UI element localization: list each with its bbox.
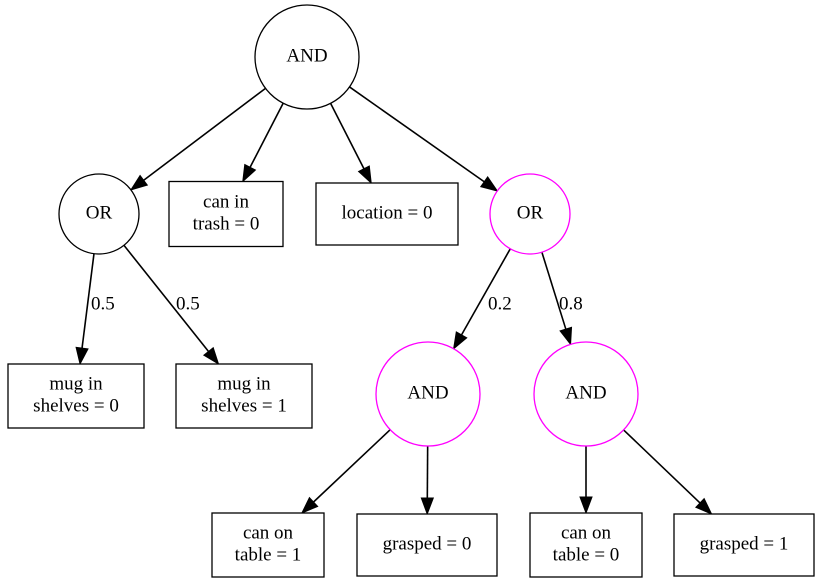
node-and-left: AND (375, 341, 481, 447)
edge-or_right-to-and_right: 0.8 (541, 251, 583, 346)
node-label: OR (517, 202, 544, 223)
node-circle (254, 4, 360, 110)
node-or-right: OR (489, 173, 571, 255)
edge-and_right-to-can_table_0 (579, 446, 593, 515)
edge-label: 0.8 (559, 293, 583, 314)
arrowhead (559, 326, 573, 346)
node-label: AND (407, 382, 448, 403)
node-box (356, 513, 498, 577)
edge-and_left-to-can_table_1 (300, 429, 391, 514)
arrowhead (75, 346, 89, 366)
edge-line (81, 253, 95, 349)
edge-and_right-to-grasped_1 (623, 429, 713, 515)
arrowhead (420, 497, 435, 516)
edge-line (460, 248, 511, 336)
node-grasped-0: grasped = 0 (356, 513, 498, 577)
arrowhead (242, 163, 257, 183)
node-label: can on (243, 522, 294, 543)
node-label: shelves = 1 (201, 395, 287, 416)
edge-line (143, 87, 266, 181)
edge-or_left-to-mug_shelves_0: 0.5 (75, 253, 115, 366)
edge-and_left-to-grasped_0 (420, 445, 435, 516)
node-label: grasped = 0 (383, 533, 472, 554)
node-box (211, 512, 325, 578)
node-label: trash = 0 (193, 213, 260, 234)
node-grasped-1: grasped = 1 (673, 513, 815, 577)
node-label: location = 0 (342, 202, 433, 223)
edge-line (312, 429, 391, 503)
node-or-left: OR (58, 173, 140, 255)
edge-and_root-to-can_trash (242, 102, 284, 183)
edge-label: 0.5 (176, 293, 200, 314)
node-label: can on (561, 522, 612, 543)
node-and-root: AND (254, 4, 360, 110)
edge-and_root-to-or_right (349, 86, 499, 192)
arrowhead (300, 496, 319, 514)
arrowhead (357, 165, 372, 185)
edge-label: 0.5 (91, 293, 115, 314)
edge-and_root-to-location (329, 102, 372, 185)
edge-line (249, 102, 284, 168)
node-circle (375, 341, 481, 447)
edges-layer: 0.5 0.5 0.2 0.8 (75, 86, 713, 516)
node-box (673, 513, 815, 577)
node-box (315, 182, 459, 246)
edge-label: 0.2 (488, 293, 512, 314)
node-box (168, 180, 284, 248)
node-label: can in (203, 191, 249, 212)
edge-and_root-to-or_left (129, 87, 266, 191)
edge-line (541, 251, 567, 330)
arrowhead (452, 331, 468, 350)
node-label: table = 0 (553, 544, 620, 565)
edge-line (623, 429, 701, 504)
node-circle (489, 173, 571, 255)
edge-line (329, 102, 365, 170)
node-box (529, 512, 643, 578)
node-label: OR (86, 202, 113, 223)
node-box (7, 363, 145, 429)
arrowhead (202, 346, 220, 366)
node-label: AND (565, 382, 606, 403)
node-circle (58, 173, 140, 255)
node-label: shelves = 0 (33, 395, 119, 416)
edge-line (123, 244, 210, 352)
node-label: table = 1 (235, 544, 302, 565)
edge-or_right-to-and_left: 0.2 (452, 248, 512, 350)
arrowhead (129, 174, 149, 191)
node-box (175, 363, 313, 429)
node-circle (533, 341, 639, 447)
edge-or_left-to-mug_shelves_1: 0.5 (123, 244, 220, 366)
node-label: mug in (217, 373, 271, 394)
arrowhead (694, 497, 713, 515)
arrowhead (479, 175, 499, 192)
node-label: mug in (49, 373, 103, 394)
node-and-right: AND (533, 341, 639, 447)
edge-line (349, 86, 485, 183)
node-label: grasped = 1 (700, 533, 789, 554)
arrowhead (579, 496, 593, 515)
node-label: AND (286, 45, 327, 66)
node-location: location = 0 (315, 182, 459, 246)
